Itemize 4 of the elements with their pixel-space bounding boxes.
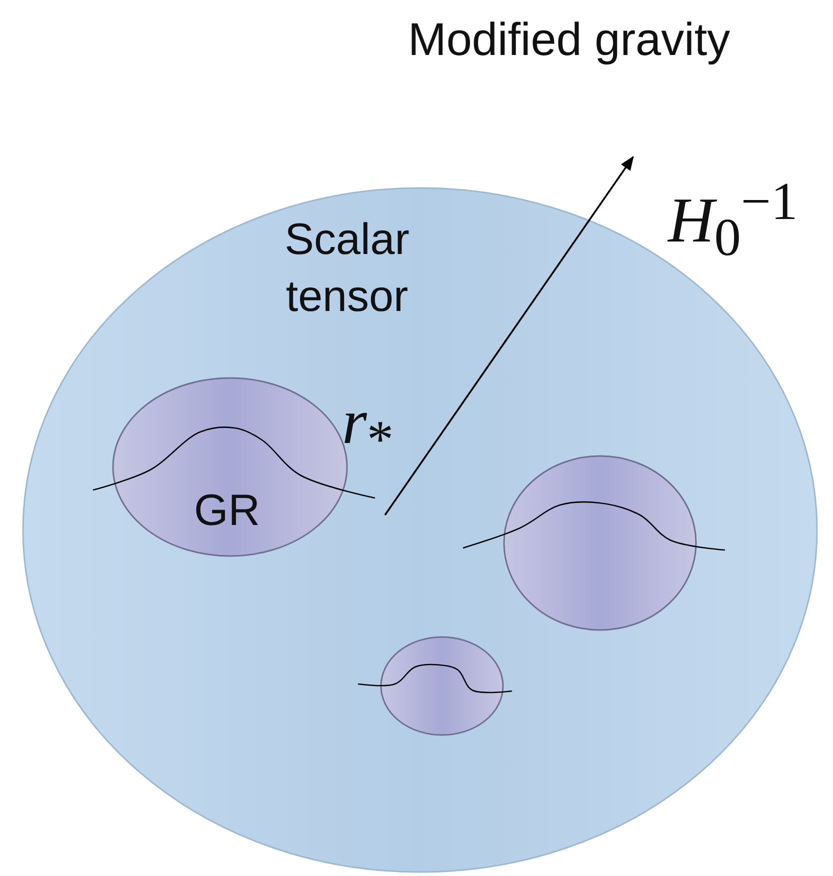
region-label: Scalar tensor: [284, 214, 410, 324]
math-label: r$_{*}$: [342, 385, 394, 470]
diagram-title: Modified gravity: [408, 12, 730, 66]
region-label: GR: [193, 485, 261, 537]
